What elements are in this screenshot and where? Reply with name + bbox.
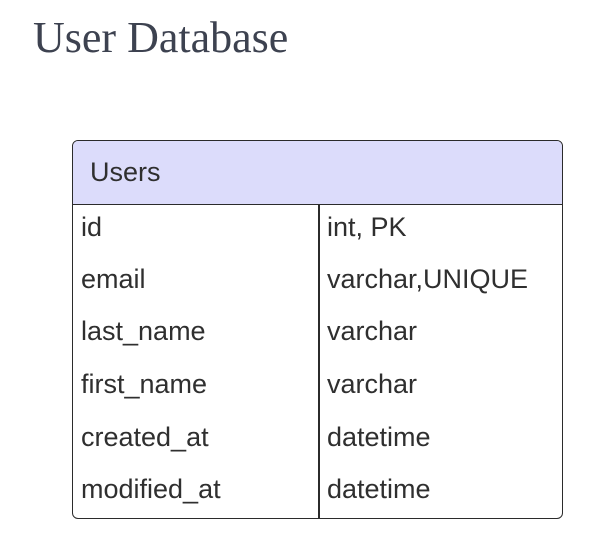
- entity-attributes: id int, PK email varchar,UNIQUE last_nam…: [73, 205, 562, 518]
- attribute-row-last-name: last_name varchar: [73, 309, 562, 353]
- attribute-row-modified-at: modified_at datetime: [73, 467, 562, 511]
- entity-users: Users id int, PK email varchar,UNIQUE la…: [72, 140, 563, 519]
- attribute-row-first-name: first_name varchar: [73, 362, 562, 406]
- attribute-row-created-at: created_at datetime: [73, 415, 562, 459]
- attribute-type: varchar: [327, 316, 418, 346]
- attribute-name: first_name: [81, 369, 208, 399]
- attribute-row-email: email varchar,UNIQUE: [73, 257, 562, 301]
- column-divider: [318, 205, 320, 518]
- attribute-name: modified_at: [81, 474, 221, 504]
- attribute-type: int, PK: [327, 212, 407, 242]
- page-title: User Database: [33, 13, 289, 62]
- attribute-name: created_at: [81, 422, 209, 452]
- attribute-row-id: id int, PK: [73, 205, 562, 249]
- attribute-type: datetime: [327, 474, 431, 504]
- attribute-name: last_name: [81, 316, 206, 346]
- entity-header: Users: [73, 141, 562, 205]
- attribute-type: varchar,UNIQUE: [327, 264, 529, 294]
- attribute-name: email: [81, 264, 146, 294]
- attribute-type: varchar: [327, 369, 418, 399]
- attribute-type: datetime: [327, 422, 431, 452]
- attribute-name: id: [81, 212, 103, 242]
- entity-name: Users: [90, 157, 161, 187]
